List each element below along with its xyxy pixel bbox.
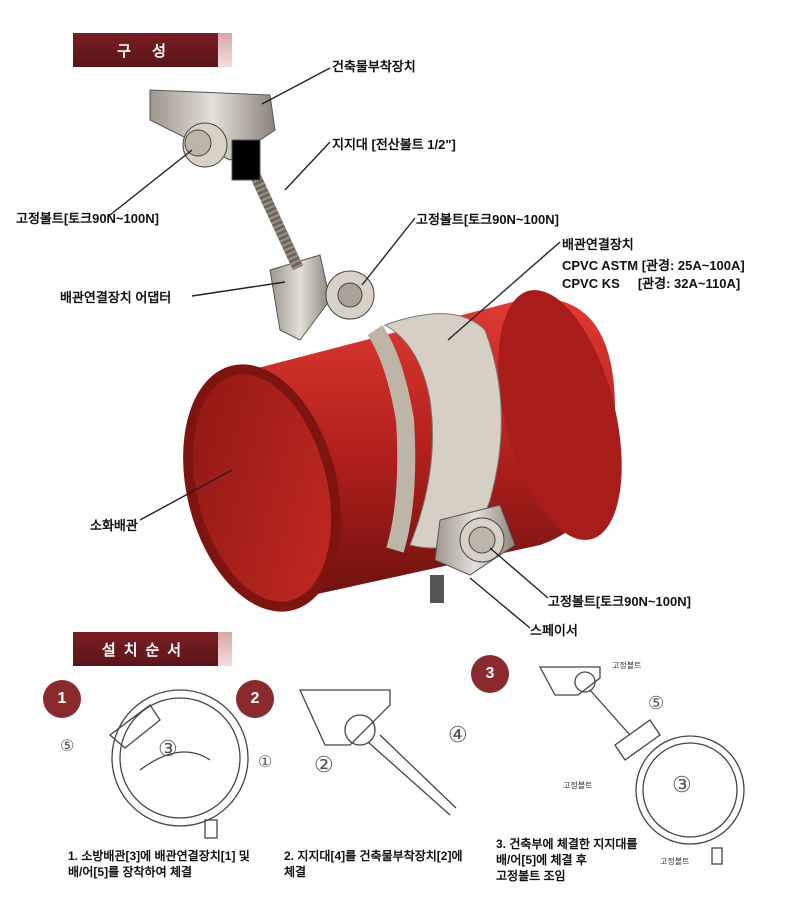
step-2-text: 2. 지지대[4]를 건축물부착장치[2]에 체결 [284,849,463,879]
label-cpvc-astm: CPVC ASTM [관경: 25A~100A] [562,258,745,273]
callout-5-step3: ⑤ [648,693,665,713]
install-order-header-text: 설치순서 [101,640,190,659]
callout-2-step2: ② [314,752,334,777]
step-1-badge: 1 [43,680,81,718]
label-fix-bolt-mid: 고정볼트[토크90N~100N] [416,212,559,227]
step-3-badge: 3 [471,655,509,693]
step-1-text: 1. 소방배관[3]에 배관연결장치[1] 및 배/어[5]를 장착하여 체결 [68,849,250,879]
label-hanger-rod: 지지대 [전산볼트 1/2"] [332,137,456,152]
callout-4-step2: ④ [448,722,468,747]
building-mount-drawing [149,89,276,181]
label-pipe-connector: 배관연결장치 [562,237,634,252]
bottom-bolt-assembly [430,504,516,603]
step-3-text: 3. 건축부에 체결한 지지대를 배/어[5]에 체결 후 고정볼트 조임 [496,837,638,883]
label-spacer: 스페이서 [530,623,578,638]
connector-adapter-drawing [269,254,375,341]
step1-drawing [108,689,249,839]
callout-3-step3: ③ [672,772,692,797]
composition-header-text: 구 성 [117,41,174,60]
leader-lines [109,67,561,629]
label-building-mount: 건축물부착장치 [332,59,416,74]
callout-1-step1: ① [258,754,273,771]
label-connector-adapter: 배관연결장치 어댑터 [60,290,172,305]
composition-header: 구 성 [73,33,232,67]
label-fire-pipe: 소화배관 [90,518,138,533]
label-cpvc-ks: CPVC KS [관경: 32A~110A] [562,276,741,291]
step3-drawing [538,666,745,865]
install-order-header: 설치순서 [73,632,232,666]
callout-5-step1: ⑤ [60,738,75,755]
callout-3-step1: ③ [158,736,178,761]
step2-drawing [298,689,457,816]
hanger-rod-drawing [250,172,303,271]
step3-bolt-top: 고정볼트 [612,661,642,670]
label-fix-bolt-bottom: 고정볼트[토크90N~100N] [548,594,691,609]
label-fix-bolt-top: 고정볼트[토크90N~100N] [16,211,159,226]
step-2-badge: 2 [236,680,274,718]
step3-bolt-mid: 고정볼트 [563,781,593,790]
step3-bolt-bot: 고정볼트 [660,857,690,866]
